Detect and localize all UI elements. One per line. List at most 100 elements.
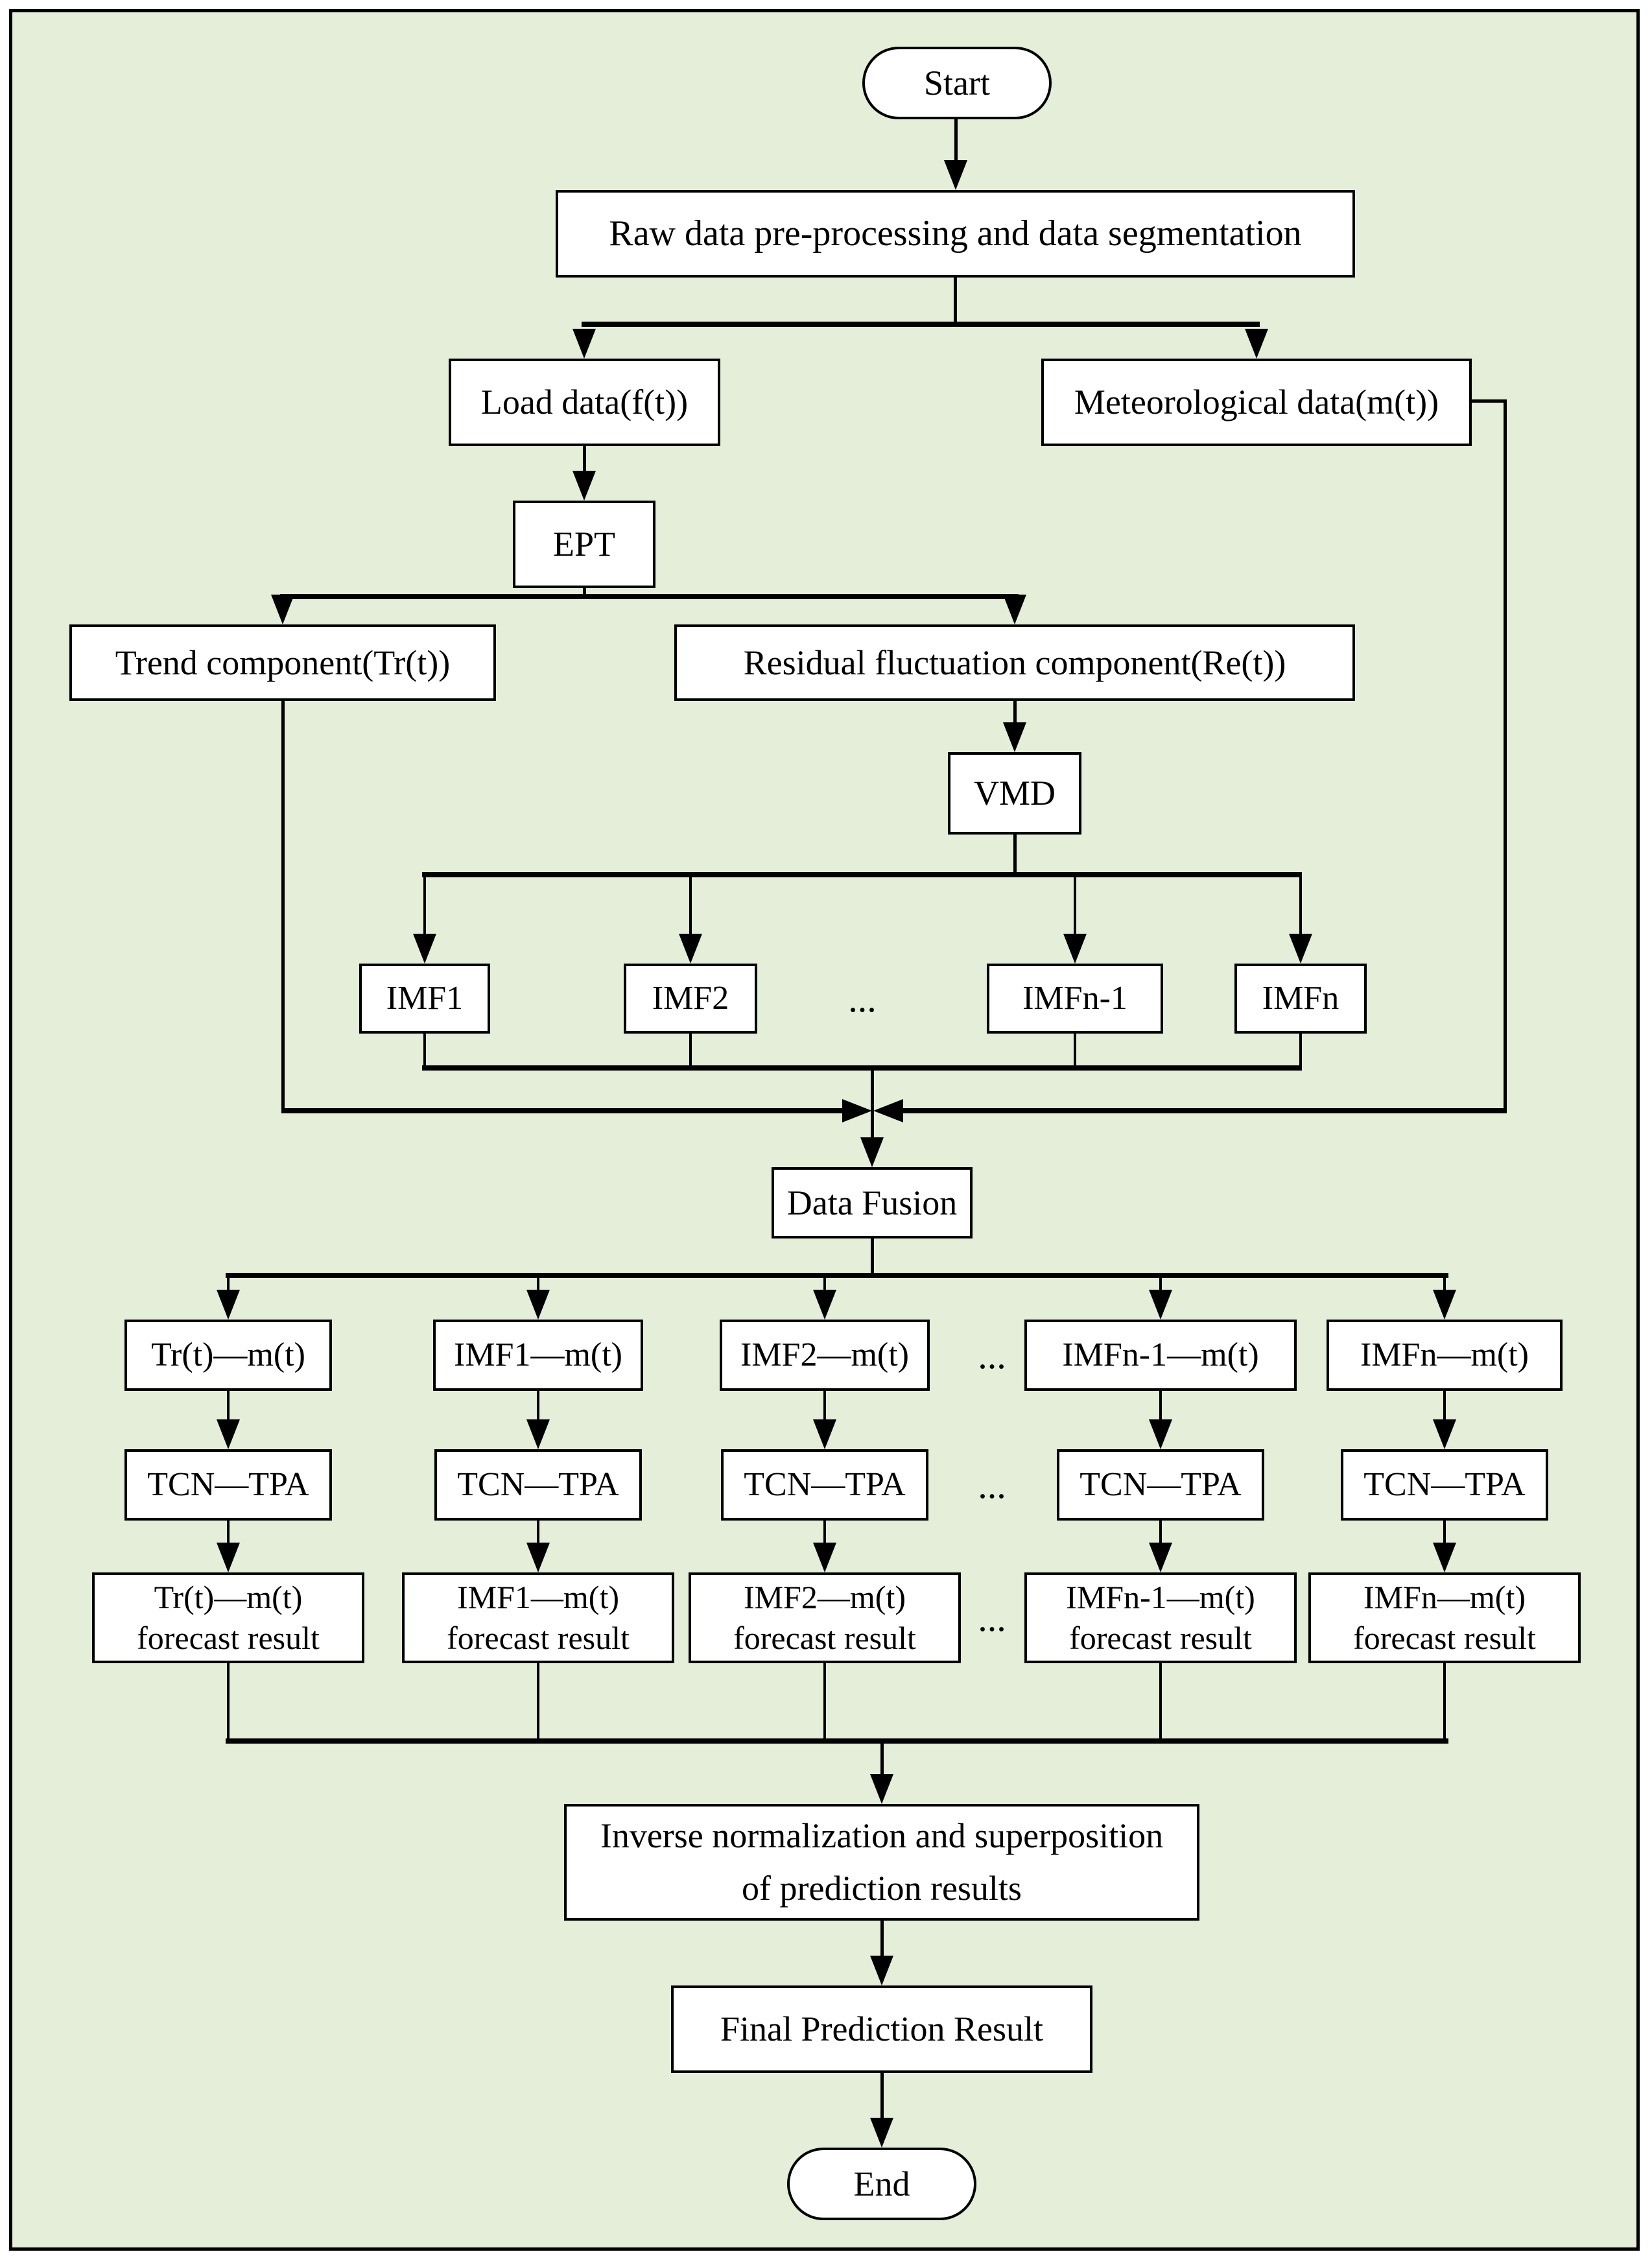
stub-col5 xyxy=(1443,1277,1446,1292)
connector-final-end xyxy=(880,2072,884,2120)
connector-vmd-fan xyxy=(1013,833,1017,875)
connector-fan-imfn1 xyxy=(1074,876,1076,936)
connector-residual-vmd xyxy=(1013,700,1017,724)
arrowhead-down-fc1 xyxy=(217,1543,240,1572)
node-pair5-label: IMFn—m(t) xyxy=(1360,1336,1529,1374)
arrowhead-down-final xyxy=(870,1956,893,1985)
node-ept-label: EPT xyxy=(552,525,615,564)
arrowhead-down-pair1 xyxy=(217,1290,240,1320)
connector-tcn3-fc xyxy=(823,1519,826,1544)
connector-fc5-merge xyxy=(1443,1662,1446,1744)
forecast1-line2: forecast result xyxy=(137,1620,320,1656)
arrowhead-down-residual xyxy=(1003,595,1026,624)
node-ept: EPT xyxy=(513,501,655,588)
merge-line-imf xyxy=(422,1065,1302,1071)
ellipsis-tcn-row: ... xyxy=(969,1459,1015,1511)
arrowhead-down-pair2 xyxy=(526,1290,550,1320)
connector-imf2-merge xyxy=(689,1032,692,1068)
connector-met-right xyxy=(1470,399,1507,403)
ellipsis-text: ... xyxy=(848,977,877,1020)
arrowhead-down-fc3 xyxy=(813,1543,836,1572)
node-final-prediction: Final Prediction Result xyxy=(671,1985,1092,2073)
node-tcn-tpa-4: TCN—TPA xyxy=(1057,1449,1264,1521)
node-imfn-1: IMFn-1 xyxy=(987,964,1163,1034)
arrowhead-down-pair3 xyxy=(813,1290,836,1320)
ellipsis-text: ... xyxy=(978,1334,1006,1377)
arrowhead-down-pair4 xyxy=(1149,1290,1172,1320)
split-line-ept xyxy=(280,594,1019,599)
ellipsis-imf-row: ... xyxy=(839,973,886,1025)
connector-start-raw xyxy=(954,118,958,161)
connector-fusion-fan xyxy=(871,1237,874,1278)
node-tcn4-label: TCN—TPA xyxy=(1080,1466,1242,1504)
forecast4-line2: forecast result xyxy=(1069,1620,1252,1656)
node-tcn3-label: TCN—TPA xyxy=(744,1466,906,1504)
arrowhead-down-raw xyxy=(944,160,967,190)
connector-imf1-merge xyxy=(423,1032,426,1068)
node-pair-imfn-m: IMFn—m(t) xyxy=(1327,1320,1563,1391)
node-vmd-label: VMD xyxy=(973,774,1056,813)
node-imf2: IMF2 xyxy=(624,964,757,1034)
node-meteorological-data: Meteorological data(m(t)) xyxy=(1041,359,1472,446)
connector-fc1-merge xyxy=(227,1662,230,1744)
arrowhead-down-tcn1 xyxy=(217,1419,240,1449)
ellipsis-pair-row: ... xyxy=(969,1329,1015,1381)
node-residual-component: Residual fluctuation component(Re(t)) xyxy=(674,624,1355,701)
stub-col3 xyxy=(823,1277,826,1292)
node-vmd: VMD xyxy=(948,752,1081,835)
connector-fc2-merge xyxy=(537,1662,539,1744)
forecast3-line2: forecast result xyxy=(733,1620,916,1656)
stub-col4 xyxy=(1159,1277,1162,1292)
connector-tcn2-fc xyxy=(537,1519,539,1544)
connector-imfn1-merge xyxy=(1074,1032,1076,1068)
connector-pair1-tcn xyxy=(227,1390,230,1421)
forecast2-line2: forecast result xyxy=(447,1620,630,1656)
arrowhead-down-vmd xyxy=(1003,722,1026,752)
arrowhead-down-imf1 xyxy=(413,934,436,964)
ellipsis-text: ... xyxy=(978,1463,1006,1506)
node-raw-preprocessing: Raw data pre-processing and data segment… xyxy=(556,190,1355,278)
node-pair-imf2-m: IMF2—m(t) xyxy=(720,1320,930,1391)
forecast1-line1: Tr(t)—m(t) xyxy=(154,1579,303,1615)
arrowhead-down-inverse xyxy=(870,1774,893,1804)
node-pair3-label: IMF2—m(t) xyxy=(740,1336,909,1374)
node-pair-tr-m: Tr(t)—m(t) xyxy=(124,1320,332,1391)
node-tcn5-label: TCN—TPA xyxy=(1363,1466,1526,1504)
connector-fan-imf2 xyxy=(689,876,692,936)
connector-tcn5-fc xyxy=(1443,1519,1446,1544)
node-pair4-label: IMFn-1—m(t) xyxy=(1062,1336,1259,1374)
node-raw-label: Raw data pre-processing and data segment… xyxy=(609,213,1302,254)
junction-line-left xyxy=(281,1108,843,1113)
node-tcn-tpa-5: TCN—TPA xyxy=(1341,1449,1548,1521)
connector-pair4-tcn xyxy=(1159,1390,1162,1421)
node-forecast-imfn1: IMFn-1—m(t) forecast result xyxy=(1024,1572,1297,1663)
node-final-label: Final Prediction Result xyxy=(720,2009,1043,2049)
forecast4-line1: IMFn-1—m(t) xyxy=(1066,1579,1255,1615)
arrowhead-down-tcn2 xyxy=(526,1419,550,1449)
connector-inverse-final xyxy=(880,1919,884,1957)
forecast5-line2: forecast result xyxy=(1353,1620,1536,1656)
node-end: End xyxy=(787,2148,976,2220)
node-residual-label: Residual fluctuation component(Re(t)) xyxy=(743,643,1286,682)
node-forecast-imf2: IMF2—m(t) forecast result xyxy=(689,1572,961,1663)
fan-line-fusion xyxy=(226,1273,1448,1278)
connector-pair5-tcn xyxy=(1443,1390,1446,1421)
split-line-raw xyxy=(582,322,1260,327)
node-imf2-label: IMF2 xyxy=(652,980,729,1017)
node-trend-label: Trend component(Tr(t)) xyxy=(115,643,451,682)
node-load-label: Load data(f(t)) xyxy=(480,383,689,422)
arrowhead-down-end xyxy=(870,2118,893,2148)
arrowhead-down-tcn3 xyxy=(813,1419,836,1449)
node-end-label: End xyxy=(853,2164,910,2203)
forecast3-line1: IMF2—m(t) xyxy=(744,1579,906,1615)
arrowhead-down-imf2 xyxy=(679,934,702,964)
ellipsis-text: ... xyxy=(978,1596,1006,1639)
arrowhead-down-ept xyxy=(572,471,596,501)
forecast2-line1: IMF1—m(t) xyxy=(457,1579,619,1615)
connector-fan-imfn xyxy=(1299,876,1302,936)
arrowhead-down-load xyxy=(572,329,596,359)
connector-ept-split xyxy=(583,587,586,598)
arrowhead-down-tcn4 xyxy=(1149,1419,1172,1449)
node-forecast-tr: Tr(t)—m(t) forecast result xyxy=(92,1572,364,1663)
connector-fc3-merge xyxy=(823,1662,826,1744)
